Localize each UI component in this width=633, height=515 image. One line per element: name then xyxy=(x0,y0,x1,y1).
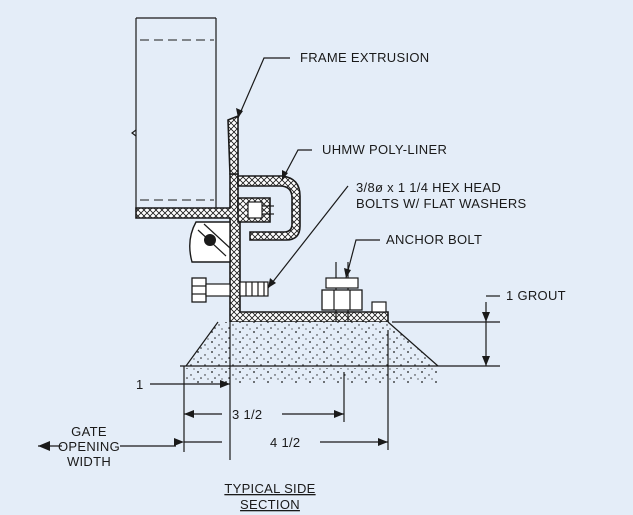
gate-frame xyxy=(131,17,217,210)
label-anchor-bolt: ANCHOR BOLT xyxy=(386,232,482,247)
side-bolt xyxy=(191,277,269,303)
uhmw-liner xyxy=(237,175,301,241)
liner-bolt xyxy=(247,201,274,219)
drawing-title-line1: TYPICAL SIDE xyxy=(224,481,315,496)
dim-label-1: 1 xyxy=(136,377,144,392)
label-uhmw-liner: UHMW POLY-LINER xyxy=(322,142,447,157)
label-grout: 1 GROUT xyxy=(506,288,566,303)
grout-and-concrete xyxy=(180,321,440,460)
leader-lines xyxy=(236,57,380,289)
label-gate-line3: WIDTH xyxy=(67,454,111,469)
roller-wheel xyxy=(189,221,231,263)
label-gate-line2: OPENING xyxy=(58,439,120,454)
label-frame-extrusion: FRAME EXTRUSION xyxy=(300,50,429,65)
drawing-title-line2: SECTION xyxy=(240,497,300,512)
dim-label-3-5: 3 1/2 xyxy=(232,407,262,422)
grout-dimension xyxy=(392,295,500,367)
label-bolts-line2: BOLTS W/ FLAT WASHERS xyxy=(356,196,527,211)
dim-label-4-5: 4 1/2 xyxy=(270,435,300,450)
frame-extrusion-upper xyxy=(227,114,239,175)
label-bolts-line1: 3/8ø x 1 1/4 HEX HEAD xyxy=(356,180,501,195)
dimension-lines xyxy=(38,330,389,452)
label-gate-line1: GATE xyxy=(71,424,107,439)
